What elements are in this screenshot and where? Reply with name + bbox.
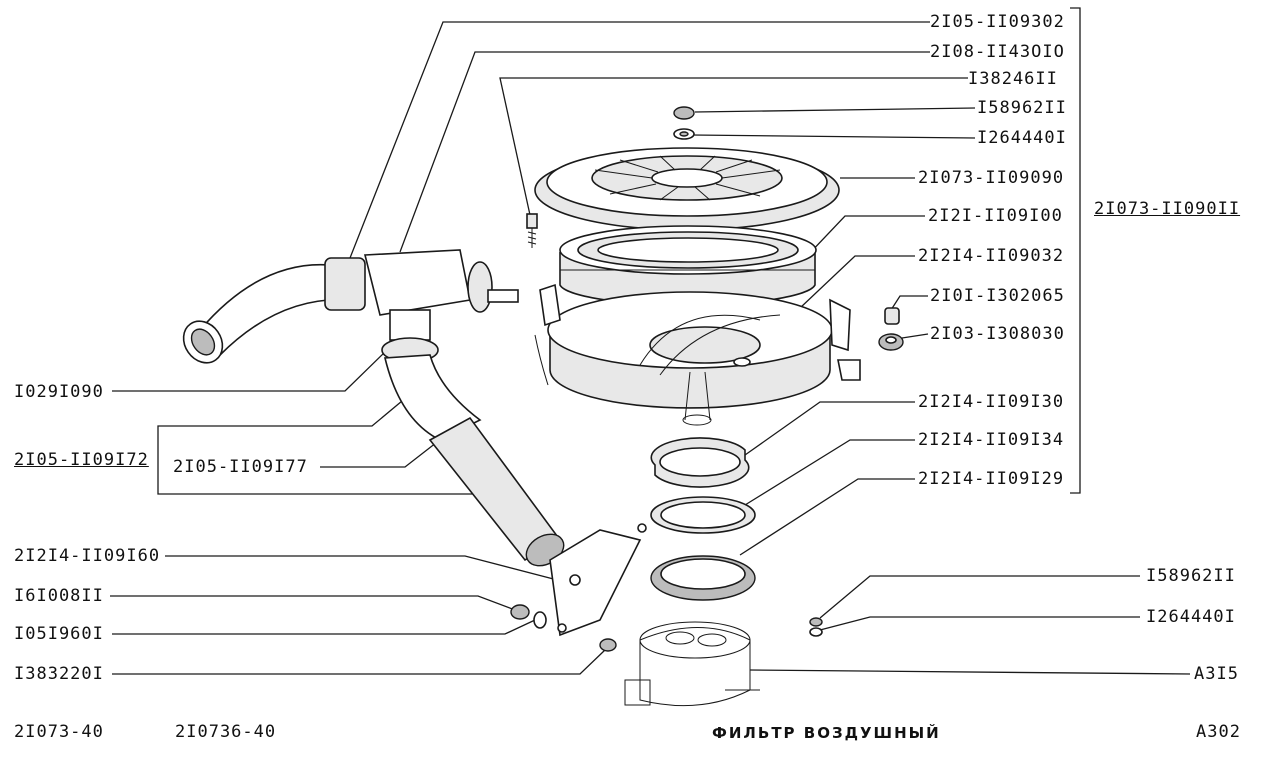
label-21214-1109130: 2I2I4-II09I30 bbox=[918, 392, 1065, 412]
gasket-1109130 bbox=[650, 437, 750, 488]
leader-12644401-a bbox=[691, 134, 976, 139]
nut-13832201 bbox=[599, 638, 617, 652]
label-21073-1109090: 2I073-II09090 bbox=[918, 168, 1065, 188]
leader-21214-1109130 bbox=[744, 401, 915, 456]
carburetor bbox=[624, 621, 760, 707]
leader-12644401-b bbox=[819, 616, 1140, 631]
leader-2105-1109302 bbox=[349, 21, 930, 259]
label-16100811: I6I008II bbox=[14, 586, 104, 606]
leader-10519601 bbox=[112, 619, 536, 635]
diagram-title: ФИЛЬТР ВОЗДУШНЫЙ bbox=[712, 724, 941, 742]
leader-21214-1109134 bbox=[744, 439, 915, 506]
label-2105-1109177: 2I05-II09I77 bbox=[173, 457, 308, 477]
leader-a315 bbox=[749, 669, 1191, 675]
nut-15896211-b bbox=[809, 617, 823, 627]
nut-16100811 bbox=[510, 604, 530, 620]
filter-housing bbox=[534, 283, 861, 426]
filter-element bbox=[559, 225, 817, 306]
leader-16100811 bbox=[110, 595, 516, 611]
leader-13824611 bbox=[499, 77, 968, 216]
label-13824611: I38246II bbox=[968, 69, 1058, 89]
top-nut bbox=[673, 106, 695, 140]
label-21214-1109129: 2I2I4-II09I29 bbox=[918, 469, 1065, 489]
label-21214-1109160: 2I2I4-II09I60 bbox=[14, 546, 161, 566]
mounting-bracket bbox=[549, 523, 647, 637]
gasket-1109129 bbox=[650, 555, 756, 601]
label-21214-1109032: 2I2I4-II09032 bbox=[918, 246, 1065, 266]
leader-2121-1109100 bbox=[807, 215, 925, 256]
label-12644401-b: I264440I bbox=[1146, 607, 1236, 627]
assembly-bracket bbox=[1070, 7, 1081, 494]
label-a315: A3I5 bbox=[1194, 664, 1239, 684]
label-2101-1302065: 2I0I-I302065 bbox=[930, 286, 1065, 306]
washer-12644401-b bbox=[809, 627, 823, 637]
label-15896211-b: I58962II bbox=[1146, 566, 1236, 586]
leader-2108-114310 bbox=[399, 51, 930, 253]
label-10519601: I05I960I bbox=[14, 624, 104, 644]
label-2108-114310: 2I08-II43OIO bbox=[930, 42, 1065, 62]
stud-bolt bbox=[526, 213, 538, 248]
label-15896211-a: I58962II bbox=[977, 98, 1067, 118]
label-2121-1109100: 2I2I-II09I00 bbox=[928, 206, 1063, 226]
page-number: A302 bbox=[1196, 722, 1241, 742]
catalog-code-left: 2I073-40 bbox=[14, 722, 104, 742]
nut-2103 bbox=[878, 333, 904, 351]
bushing-2101 bbox=[884, 307, 900, 325]
leader-13832201 bbox=[112, 649, 606, 675]
leader-lines bbox=[110, 7, 1191, 675]
gasket-1109134 bbox=[650, 496, 756, 534]
label-2103-1308030: 2I03-I308030 bbox=[930, 324, 1065, 344]
label-12644401-a: I264440I bbox=[977, 128, 1067, 148]
leader-21214-1109129 bbox=[739, 478, 915, 556]
leader-15896211-b bbox=[819, 575, 1140, 619]
leader-2101-1302065 bbox=[890, 295, 928, 311]
connecting-hose bbox=[381, 337, 565, 567]
label-2105-1109302: 2I05-II09302 bbox=[930, 12, 1065, 32]
label-10291090: I029I090 bbox=[14, 382, 104, 402]
leader-15896211-a bbox=[694, 107, 976, 113]
leader-2105-1109177 bbox=[320, 431, 451, 468]
leader-21214-1109032 bbox=[799, 255, 915, 309]
filter-cover bbox=[534, 147, 840, 231]
leader-10291090 bbox=[112, 349, 388, 392]
leader-2103-1308030 bbox=[901, 333, 929, 339]
label-21214-1109134: 2I2I4-II09I34 bbox=[918, 430, 1065, 450]
label-2105-1109172: 2I05-II09I72 bbox=[14, 450, 149, 470]
leader-21214-1109160 bbox=[165, 555, 566, 583]
washer-10519601 bbox=[533, 611, 547, 629]
intake-pipe bbox=[182, 263, 352, 364]
label-21073-110901-assembly: 2I073-II090II bbox=[1094, 199, 1241, 219]
label-13832201: I383220I bbox=[14, 664, 104, 684]
catalog-code-mid: 2I0736-40 bbox=[175, 722, 277, 742]
thermo-valve-body bbox=[324, 249, 519, 341]
